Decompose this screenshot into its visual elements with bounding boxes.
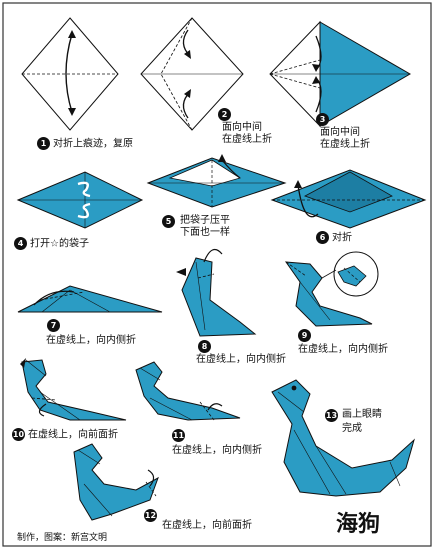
- step-text: 对折: [332, 232, 352, 244]
- step-5-diagram: [146, 154, 287, 208]
- step-9-number: 9: [298, 329, 311, 342]
- step-7-diagram: [17, 285, 163, 313]
- credit-line: 制作，图案：新宫文明: [17, 533, 108, 543]
- step-7-caption: 在虚线上，向内侧折: [46, 335, 136, 346]
- step-3-caption-line2: 在虚线上折: [320, 139, 370, 150]
- step-3-diagram: [269, 20, 411, 128]
- step-13-diagram: [271, 379, 415, 497]
- step-8-caption: 在虚线上，向内侧折: [196, 354, 286, 365]
- step-5-caption-line2: 下面也一样: [180, 227, 230, 238]
- step-2-caption-line1: 面向中间: [222, 122, 262, 133]
- step-9-diagram: [284, 251, 379, 327]
- step-5-number: 5: [162, 215, 175, 228]
- step-13-number: 13: [325, 409, 338, 422]
- step-2-number: 2: [218, 108, 231, 121]
- step-text: 打开☆的袋子: [30, 238, 89, 250]
- step-8-diagram: [176, 248, 257, 337]
- step-2-caption-line2: 在虚线上折: [222, 134, 272, 145]
- eye-mark: [291, 385, 297, 391]
- step-text: 在虚线上，向前面折: [28, 429, 118, 441]
- step-number: 10: [12, 428, 25, 441]
- step-number: 4: [14, 237, 27, 250]
- step-3-caption-line1: 面向中间: [320, 127, 360, 138]
- step-11-diagram: [135, 361, 241, 421]
- step-12-number: 12: [144, 509, 157, 522]
- step-4-diagram: [16, 171, 144, 229]
- step-12-diagram: [73, 443, 159, 521]
- step-11-caption: 在虚线上，向内侧折: [172, 445, 262, 456]
- step-9-caption: 在虚线上，向内侧折: [298, 344, 388, 355]
- step-13-caption-line2: 完成: [342, 423, 362, 434]
- step-7-number: 7: [47, 319, 60, 332]
- model-title: 海狗: [336, 511, 381, 537]
- step-8-number: 8: [198, 340, 211, 353]
- step-6-diagram: [270, 169, 427, 229]
- step-2-diagram: [140, 17, 244, 131]
- step-3-number: 3: [316, 113, 329, 126]
- step-10-diagram: [20, 358, 127, 421]
- step-number: 6: [316, 231, 329, 244]
- step-5-caption-line1: 把袋子压平: [180, 215, 230, 226]
- step-11-number: 11: [172, 429, 185, 442]
- step-number: 1: [37, 137, 50, 150]
- step-13-caption-line1: 画上眼睛: [342, 409, 382, 420]
- step-1-diagram: [21, 17, 119, 131]
- step-text: 对折上痕迹，复原: [53, 138, 133, 150]
- step-12-caption: 在虚线上，向前面折: [162, 520, 252, 531]
